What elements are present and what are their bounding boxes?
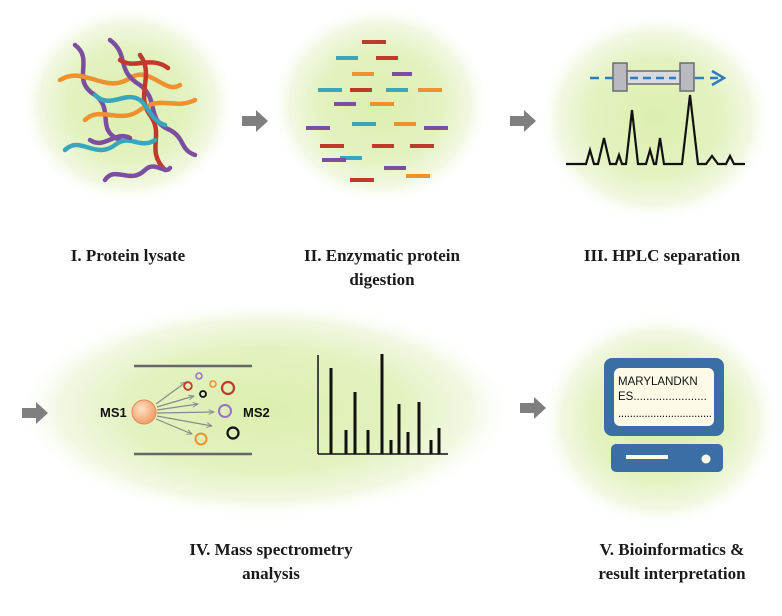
computer-screen-line-2: ES....................... — [618, 391, 707, 403]
ms-analyzer — [131, 364, 252, 456]
right-arrow-icon — [242, 110, 268, 132]
computer-screen-line-1: MARYLANDKN — [618, 376, 698, 388]
ms2-label: MS2 — [243, 405, 270, 420]
computer-screen-line-3: ................................ — [618, 408, 712, 420]
ms1-label: MS1 — [100, 405, 127, 420]
glow-lysate — [20, 5, 236, 205]
right-arrow-icon — [510, 110, 536, 132]
label-mass-spectrometry: IV. Mass spectrometry analysis — [189, 540, 353, 583]
glow-ms — [15, 300, 515, 520]
hplc-chromatogram — [566, 94, 745, 166]
label-bioinformatics: V. Bioinformatics & result interpretatio… — [598, 540, 746, 583]
right-arrow-icon — [22, 402, 48, 424]
protein-lysate-tangle — [57, 37, 198, 183]
hplc-column-icon — [590, 62, 727, 92]
glow-hplc — [537, 13, 773, 223]
computer-icon — [604, 358, 724, 472]
peptide-fragments — [306, 40, 448, 182]
right-arrow-icon — [520, 397, 546, 419]
label-enzymatic-digestion: II. Enzymatic protein digestion — [304, 246, 460, 289]
label-protein-lysate: I. Protein lysate — [70, 246, 186, 265]
mass-spectrum — [317, 354, 448, 455]
label-hplc-separation: III. HPLC separation — [583, 246, 741, 265]
